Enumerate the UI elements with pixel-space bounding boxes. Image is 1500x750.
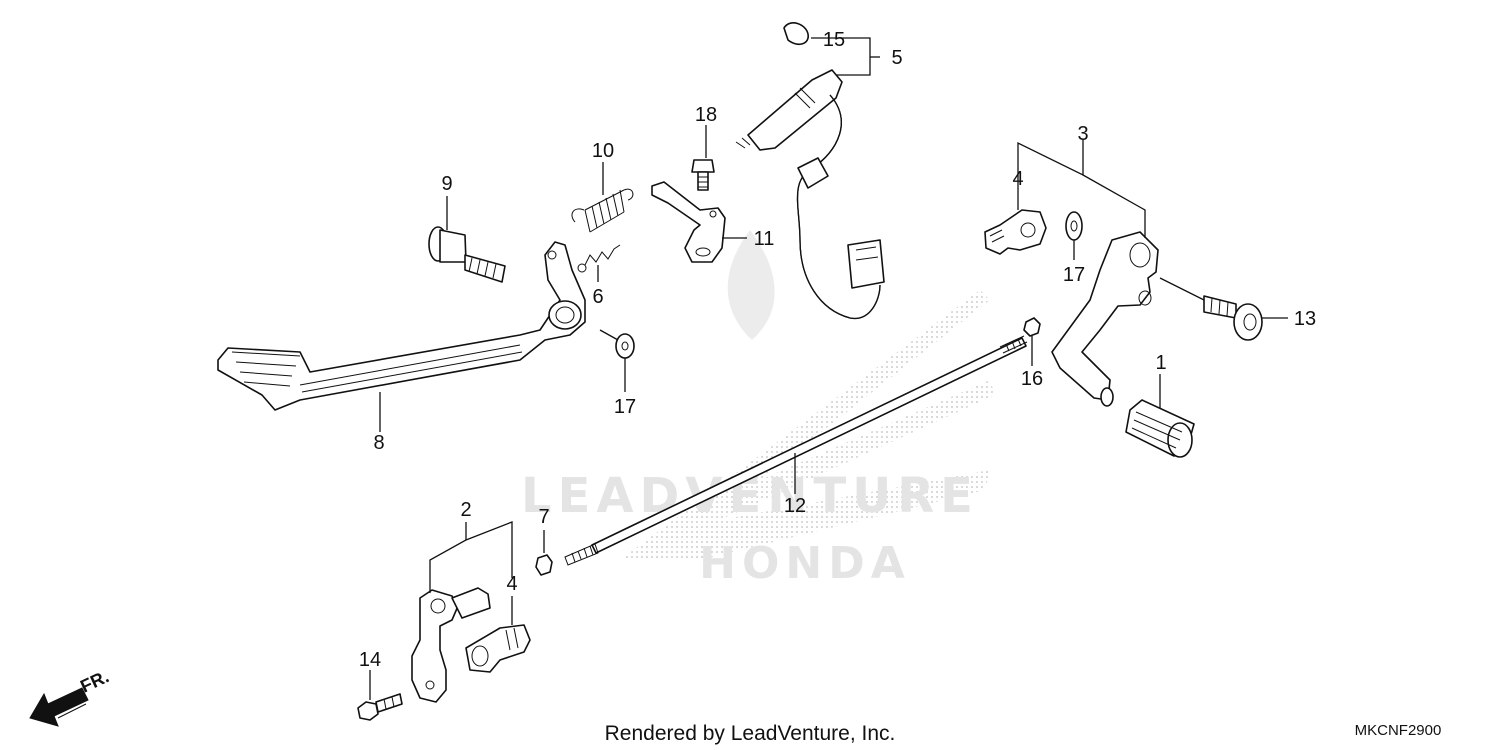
small-spring [577,244,621,273]
leadventure-flame-watermark [727,230,775,340]
front-direction-indicator: FR. [29,666,112,727]
callout-3: 3 [1077,123,1088,145]
rod-nut-right [1023,317,1041,337]
pivot-bolt [428,226,506,283]
diagram-code: MKCNF2900 [1355,722,1442,739]
callouts: 1 2 3 4 4 5 6 7 8 9 10 11 12 13 14 15 16… [359,29,1316,671]
callout-7: 7 [538,506,549,528]
arm-bolt [357,693,403,721]
callout-15: 15 [823,29,845,51]
brake-pedal-arm [217,241,586,411]
callout-8: 8 [373,432,384,454]
shift-pivot-bolt [1203,295,1263,341]
callout-13: 13 [1294,308,1316,330]
callout-14: 14 [359,649,381,671]
return-spring [571,188,634,233]
callout-1: 1 [1155,352,1166,374]
rendered-by-credit: Rendered by LeadVenture, Inc. [605,722,896,745]
callout-10: 10 [592,140,614,162]
rod-end-lower [465,624,531,673]
shift-peg-rubber [1125,399,1195,458]
bracket-bolt [691,159,715,191]
watermark: LEADVENTURE HONDA [521,230,995,589]
switch-bracket [651,181,726,263]
callout-17-left: 17 [614,396,636,418]
leader-lines [369,37,1288,700]
callout-12: 12 [784,495,806,517]
rod-end-right [984,209,1047,255]
shift-pedal-arm [1051,231,1159,407]
washer-left [615,333,635,359]
washer-right [1065,211,1083,241]
shift-rod [564,335,1028,566]
lower-shift-arm [411,587,491,703]
callout-16: 16 [1021,368,1043,390]
callout-17-right: 17 [1063,264,1085,286]
callout-2: 2 [460,499,471,521]
callout-4-right: 4 [1012,168,1023,190]
switch-clip [783,22,809,46]
callout-18: 18 [695,104,717,126]
watermark-logo-text: HONDA [699,538,911,589]
callout-9: 9 [441,173,452,195]
callout-6: 6 [592,286,603,308]
brake-light-switch [735,69,885,319]
callout-11: 11 [754,228,775,250]
front-arrow-icon [29,687,89,727]
rod-nut-left [535,554,553,576]
callout-5: 5 [891,47,902,69]
callout-4-lower: 4 [506,573,517,595]
